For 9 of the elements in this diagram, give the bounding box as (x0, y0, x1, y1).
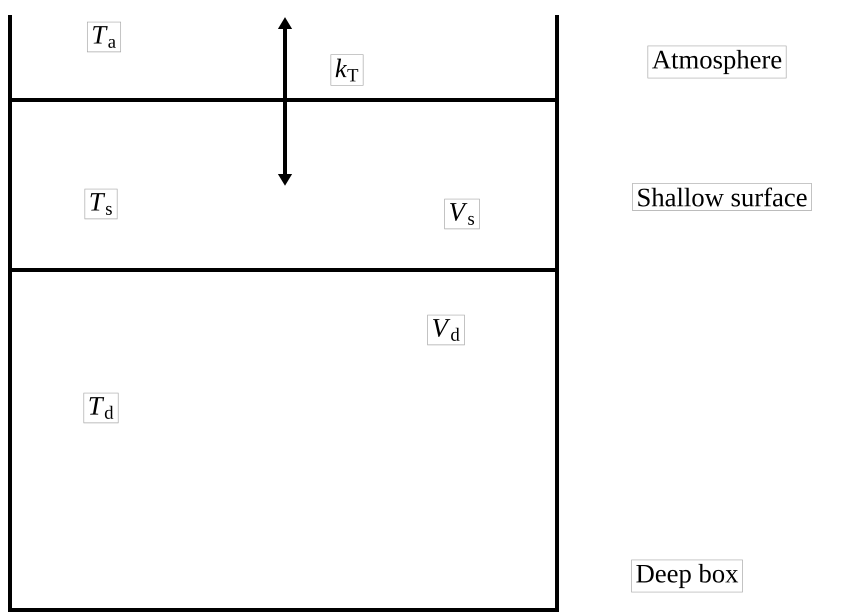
label-box: Deep box (631, 560, 743, 592)
label-box: T$_{d}$ (83, 392, 119, 424)
label-box: T$_{a}$ (87, 22, 122, 52)
label-box: k$_{T}$ (330, 54, 364, 86)
label-box: V$_{d}$ (427, 314, 465, 346)
label-box: V$_{s}$ (444, 198, 480, 230)
label-box: Atmosphere (648, 46, 787, 78)
label-box: Shallow surface (632, 183, 812, 211)
label-box: T$_{s}$ (84, 188, 118, 220)
